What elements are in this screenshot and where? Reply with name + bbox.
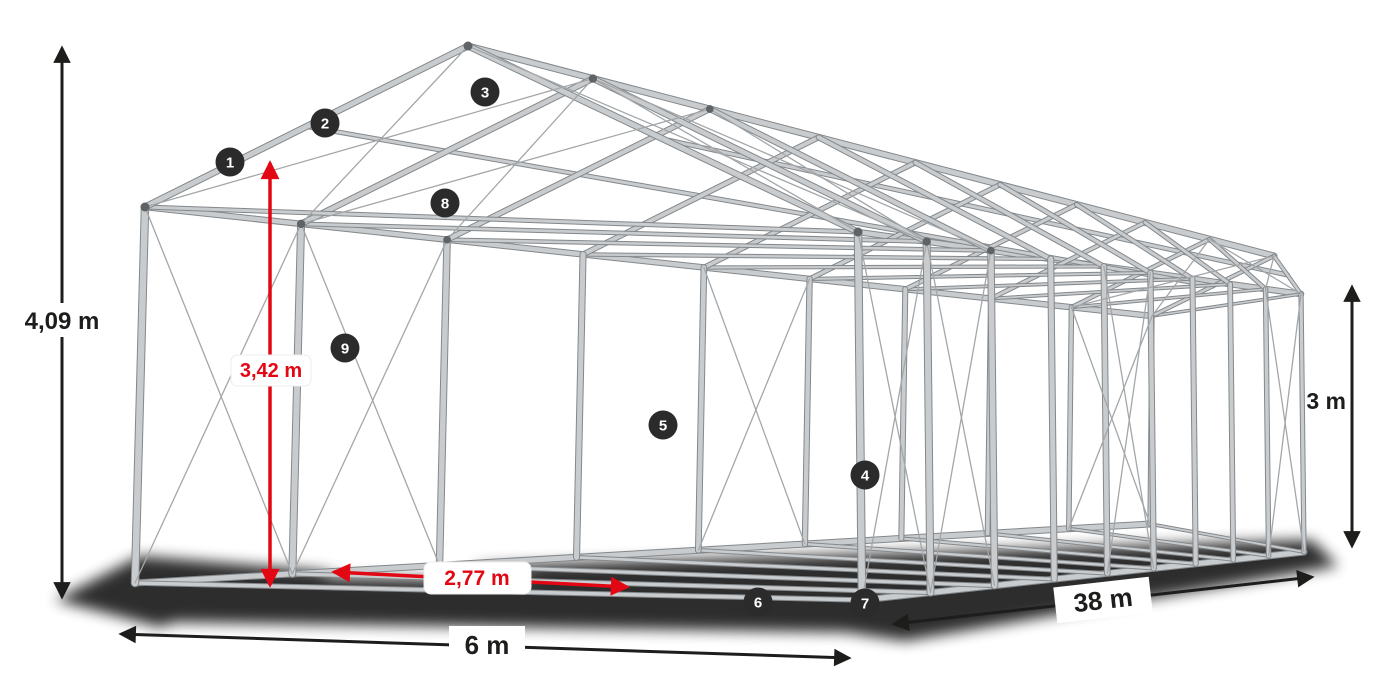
callout-markers: 1 2 3 4 5 6 7 8 9: [215, 77, 880, 618]
callout-marker-7: 7: [850, 588, 880, 618]
label-pill: [423, 561, 532, 595]
callout-marker-8: 8: [430, 188, 460, 218]
dimension-length: 38 m: [891, 569, 1315, 632]
tent-frame-lines: [130, 41, 1308, 605]
svg-text:8: 8: [441, 196, 449, 213]
dimension-inner-width: 2,77 m: [331, 561, 630, 596]
callout-marker-1: 1: [215, 147, 245, 177]
dimension-overall-height: 4,09 m: [12, 45, 112, 600]
svg-text:3: 3: [481, 85, 489, 102]
svg-text:4: 4: [861, 468, 870, 485]
dimension-annotations: 4,09 m 6 m 38 m 3 m 3,42 m: [12, 45, 1361, 667]
label-pill: [1053, 576, 1153, 624]
dimension-span-width: 6 m: [118, 625, 852, 667]
svg-text:5: 5: [659, 418, 667, 435]
svg-text:2: 2: [321, 116, 329, 133]
callout-marker-5: 5: [648, 410, 678, 440]
svg-text:6: 6: [754, 595, 762, 612]
callout-marker-3: 3: [470, 77, 500, 107]
dimension-label-overall-height: 4,09 m: [25, 308, 100, 335]
callout-marker-9: 9: [330, 333, 360, 363]
svg-text:7: 7: [861, 596, 869, 613]
svg-text:1: 1: [226, 155, 234, 172]
svg-text:9: 9: [341, 341, 349, 358]
callout-marker-6: 6: [743, 587, 773, 617]
dimension-label-inner-height: 3,42 m: [240, 360, 302, 382]
callout-marker-2: 2: [310, 108, 340, 138]
dimension-side-height: 3 m: [1306, 284, 1361, 549]
callout-marker-4: 4: [850, 460, 880, 490]
dimension-label-span-width: 6 m: [465, 630, 510, 660]
label-pill: [230, 354, 312, 387]
label-pill: [449, 626, 525, 662]
dimension-label-side-height: 3 m: [1306, 388, 1346, 414]
label-pill: [12, 303, 112, 337]
dimension-label-inner-width: 2,77 m: [444, 567, 509, 590]
dimension-label-length: 38 m: [1072, 582, 1134, 618]
dimension-inner-height: 3,42 m: [230, 160, 312, 588]
